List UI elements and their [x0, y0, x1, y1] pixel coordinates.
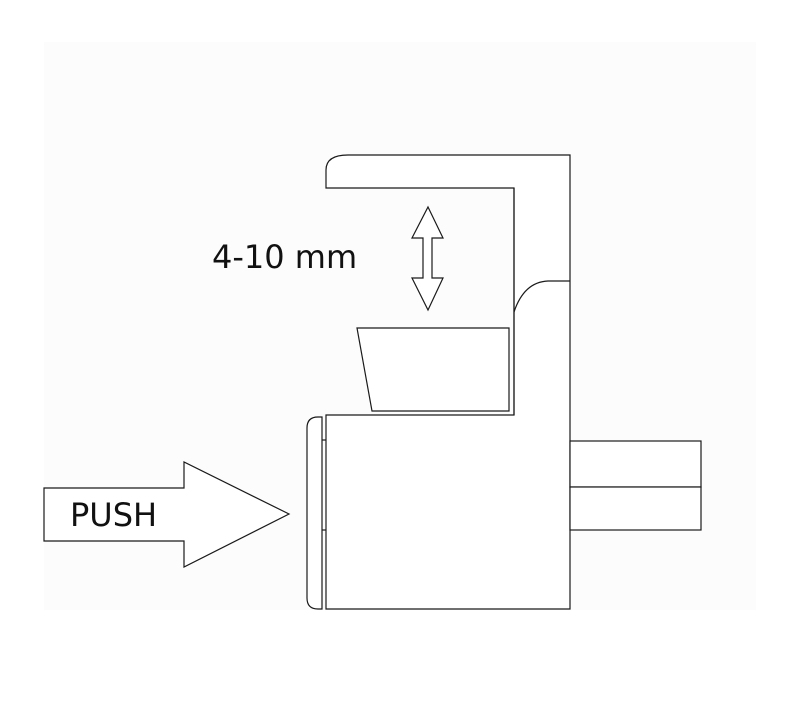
push-arrow — [43, 461, 291, 568]
clamped-panel — [356, 327, 510, 412]
push-button-plate — [306, 416, 323, 610]
gap-double-arrow — [411, 205, 444, 312]
latch-notch-curve — [513, 280, 570, 313]
latch-body — [325, 154, 571, 610]
gap-label: 4-10 mm — [212, 238, 357, 276]
rear-shaft-lower — [569, 486, 702, 531]
push-label: PUSH — [70, 496, 157, 534]
rear-shaft-upper — [569, 440, 702, 488]
